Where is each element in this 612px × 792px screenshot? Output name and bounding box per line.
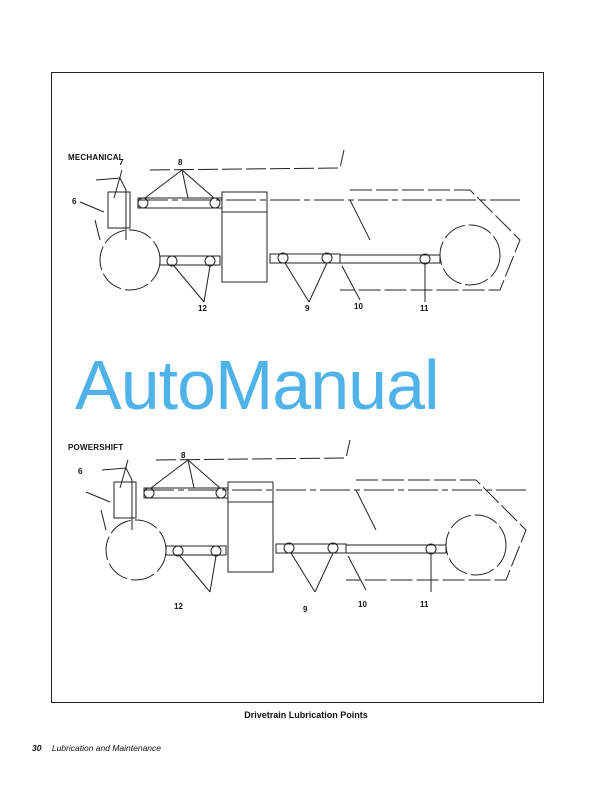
callout-12: 12 [174, 602, 183, 611]
section-title: Lubrication and Maintenance [51, 743, 162, 753]
callout-11: 11 [420, 600, 429, 609]
powershift-diagram [85, 439, 527, 593]
callout-9: 9 [303, 605, 308, 614]
figure-caption: Drivetrain Lubrication Points [244, 710, 368, 720]
callout-10: 10 [354, 302, 363, 311]
mechanical-diagram [79, 149, 521, 303]
callout-7: 7 [119, 158, 124, 167]
figure-frame [51, 72, 544, 703]
powershift-title: POWERSHIFT [68, 443, 124, 452]
callout-9: 9 [305, 304, 310, 313]
watermark: AutoManual [75, 346, 440, 424]
callout-10: 10 [358, 600, 367, 609]
page-footer: 30 Lubrication and Maintenance [32, 743, 161, 753]
callout-6: 6 [72, 197, 77, 206]
callout-11: 11 [420, 304, 429, 313]
callout-8: 8 [178, 158, 183, 167]
callout-12: 12 [198, 304, 207, 313]
callout-6: 6 [78, 467, 83, 476]
mechanical-title: MECHANICAL [68, 153, 124, 162]
page-number: 30 [32, 743, 42, 753]
callout-8: 8 [181, 451, 186, 460]
